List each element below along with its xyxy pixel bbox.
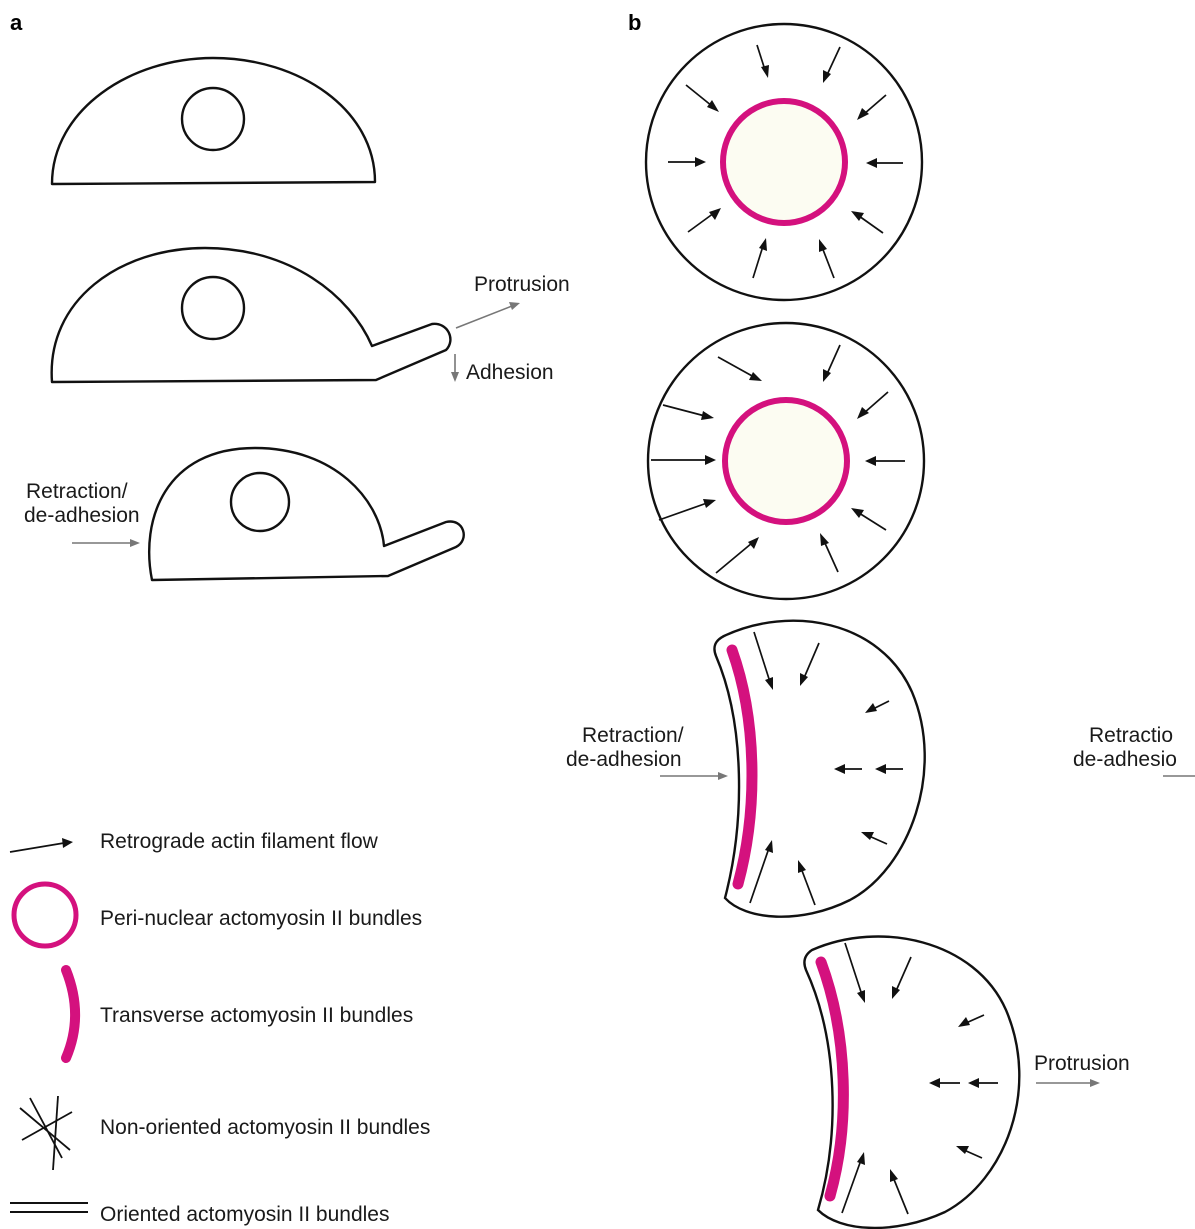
star-lines-icon	[20, 1096, 72, 1170]
legend-item-transverse: Transverse actomyosin II bundles	[66, 970, 413, 1058]
double-line-icon	[10, 1203, 88, 1212]
panel-a-cell-1	[52, 58, 375, 184]
retraction-label-line1: Retraction/	[582, 724, 684, 747]
protrusion-label: Protrusion	[1034, 1052, 1130, 1075]
retraction-label-line1: Retraction/	[26, 480, 128, 503]
perinuclear-circle-icon	[14, 884, 76, 946]
retraction-label-line2: de-adhesion	[24, 504, 140, 527]
panel-b-cell-1	[646, 24, 922, 300]
panel-label-a: a	[10, 10, 23, 35]
adhesion-label: Adhesion	[466, 361, 554, 384]
panel-b-cell-3: Retraction/ de-adhesion Retractio de-adh…	[566, 621, 1195, 917]
panel-label-b: b	[628, 10, 641, 35]
nucleus	[231, 473, 289, 531]
protrusion-arrow	[1036, 1079, 1100, 1087]
transverse-bundle-icon	[66, 970, 75, 1058]
legend-item-oriented: Oriented actomyosin II bundles	[10, 1203, 390, 1226]
legend-item-retrograde: Retrograde actin filament flow	[10, 830, 379, 853]
panel-a-cell-2: Protrusion Adhesion	[52, 248, 570, 384]
retraction-arrow	[660, 772, 728, 780]
retrograde-arrow-icon	[10, 838, 73, 852]
cell-body	[52, 248, 451, 382]
cell-body	[52, 58, 375, 184]
adhesion-arrow	[451, 354, 459, 382]
protrusion-label: Protrusion	[474, 273, 570, 296]
legend-item-perinuclear: Peri-nuclear actomyosin II bundles	[14, 884, 422, 946]
nucleus	[182, 88, 244, 150]
panel-b-cell-2	[648, 323, 924, 599]
protrusion-arrow	[456, 302, 520, 328]
retraction-label-line2: de-adhesion	[566, 748, 682, 771]
legend-label-transverse: Transverse actomyosin II bundles	[100, 1004, 413, 1027]
perinuclear-bundle	[725, 400, 847, 522]
panel-b-cell-4: Protrusion	[804, 937, 1129, 1228]
nucleus	[182, 277, 244, 339]
legend: Retrograde actin filament flow Peri-nucl…	[10, 830, 430, 1226]
retraction-label-cut-line1: Retractio	[1089, 724, 1173, 747]
legend-item-nonoriented: Non-oriented actomyosin II bundles	[20, 1096, 430, 1170]
retraction-arrow	[72, 539, 140, 547]
perinuclear-bundle	[723, 101, 845, 223]
legend-label-oriented: Oriented actomyosin II bundles	[100, 1203, 390, 1226]
retraction-label-cut-line2: de-adhesio	[1073, 748, 1177, 771]
legend-label-perinuclear: Peri-nuclear actomyosin II bundles	[100, 907, 422, 930]
legend-label-retrograde: Retrograde actin filament flow	[100, 830, 379, 853]
panel-a-cell-3: Retraction/ de-adhesion	[24, 448, 464, 580]
legend-label-nonoriented: Non-oriented actomyosin II bundles	[100, 1116, 430, 1139]
cell-body	[149, 448, 464, 580]
